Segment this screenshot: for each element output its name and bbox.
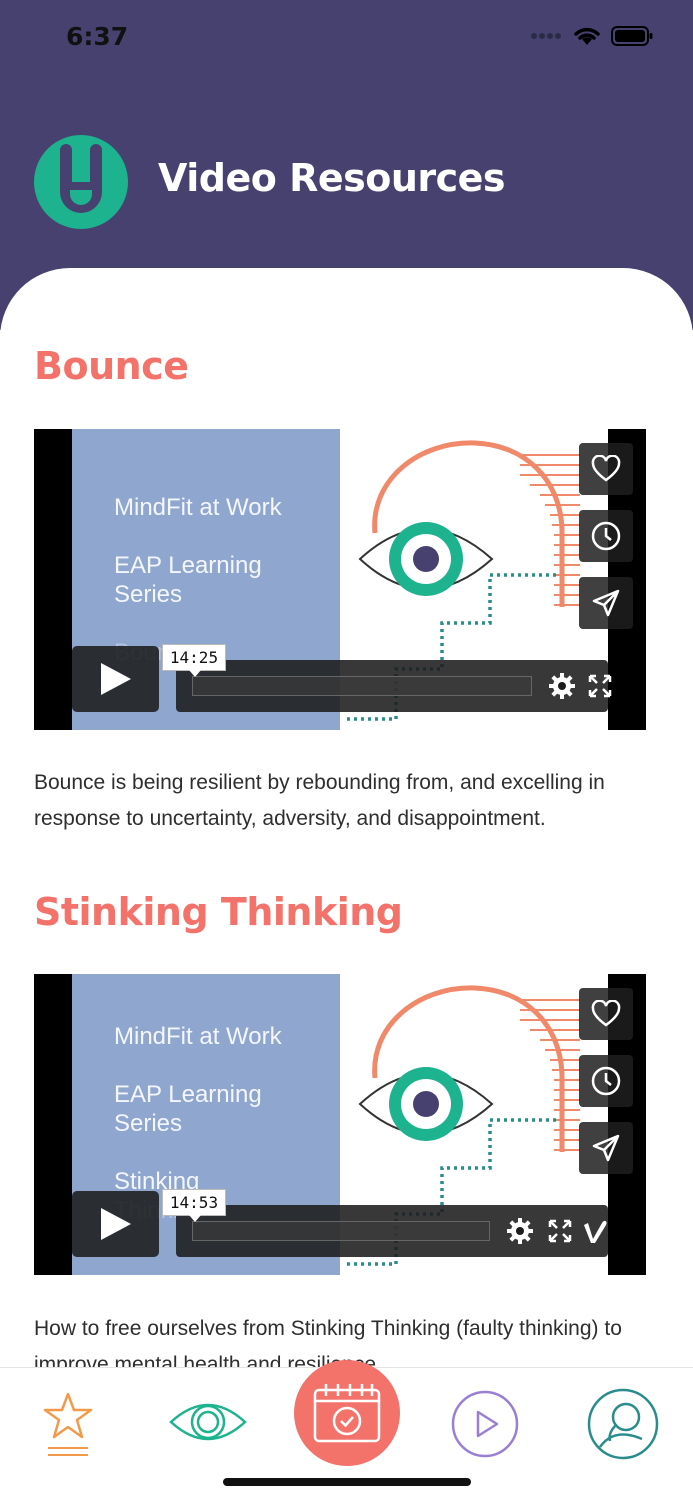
fullscreen-icon[interactable] — [588, 672, 612, 700]
wifi-icon — [574, 27, 600, 45]
thumb-text: Series — [114, 581, 183, 608]
play-icon — [100, 1208, 131, 1240]
tab-play-icon[interactable] — [449, 1388, 521, 1460]
video-controls — [176, 660, 612, 712]
send-icon — [592, 1134, 620, 1162]
heart-icon — [591, 455, 621, 482]
thumb-text: MindFit at Work — [114, 494, 282, 521]
video-controls — [176, 1205, 608, 1257]
page-title: Video Resources — [158, 156, 506, 200]
signal-icon — [531, 33, 561, 39]
status-time: 6:37 — [66, 22, 129, 51]
tab-eye-icon[interactable] — [168, 1396, 248, 1448]
thumbnail-illustration — [344, 985, 580, 1266]
share-button[interactable] — [579, 577, 633, 629]
settings-icon[interactable] — [548, 672, 576, 700]
video-heading: Stinking Thinking — [34, 890, 403, 934]
like-button[interactable] — [579, 443, 633, 495]
video-player[interactable]: MindFit at Work EAP Learning Series Boun… — [34, 429, 646, 730]
settings-icon[interactable] — [506, 1217, 534, 1245]
send-icon — [592, 589, 620, 617]
battery-icon — [611, 26, 653, 46]
watch-later-button[interactable] — [579, 510, 633, 562]
clock-icon — [591, 1066, 621, 1096]
progress-bar[interactable] — [192, 1221, 490, 1241]
play-icon — [100, 663, 131, 695]
app-logo-icon — [34, 135, 128, 229]
video-duration: 14:25 — [162, 644, 226, 677]
calendar-check-icon — [313, 1384, 381, 1443]
home-indicator — [223, 1478, 471, 1486]
fullscreen-icon[interactable] — [548, 1217, 572, 1245]
video-description: Bounce is being resilient by rebounding … — [34, 771, 605, 830]
share-button[interactable] — [579, 1122, 633, 1174]
thumb-text: MindFit at Work — [114, 1023, 282, 1050]
play-button[interactable] — [72, 1191, 159, 1257]
video-player[interactable]: MindFit at Work EAP Learning Series Stin… — [34, 974, 646, 1275]
thumb-text: EAP Learning — [114, 1081, 262, 1108]
content-card: Bounce MindFit at Work EAP Learning Seri… — [0, 268, 693, 1500]
thumb-text: EAP Learning — [114, 552, 262, 579]
tab-profile-icon[interactable] — [586, 1387, 660, 1461]
play-button[interactable] — [72, 646, 159, 712]
video-heading: Bounce — [34, 344, 189, 388]
thumbnail-illustration — [344, 440, 580, 721]
progress-bar[interactable] — [192, 676, 532, 696]
tab-calendar-button[interactable] — [294, 1360, 400, 1466]
video-duration: 14:53 — [162, 1189, 226, 1222]
status-indicators — [531, 26, 653, 46]
watch-later-button[interactable] — [579, 1055, 633, 1107]
like-button[interactable] — [579, 988, 633, 1040]
clock-icon — [591, 521, 621, 551]
heart-icon — [591, 1000, 621, 1027]
thumb-text: Series — [114, 1110, 183, 1137]
vimeo-logo-icon[interactable] — [582, 1217, 608, 1245]
tab-star-icon[interactable] — [42, 1390, 94, 1460]
